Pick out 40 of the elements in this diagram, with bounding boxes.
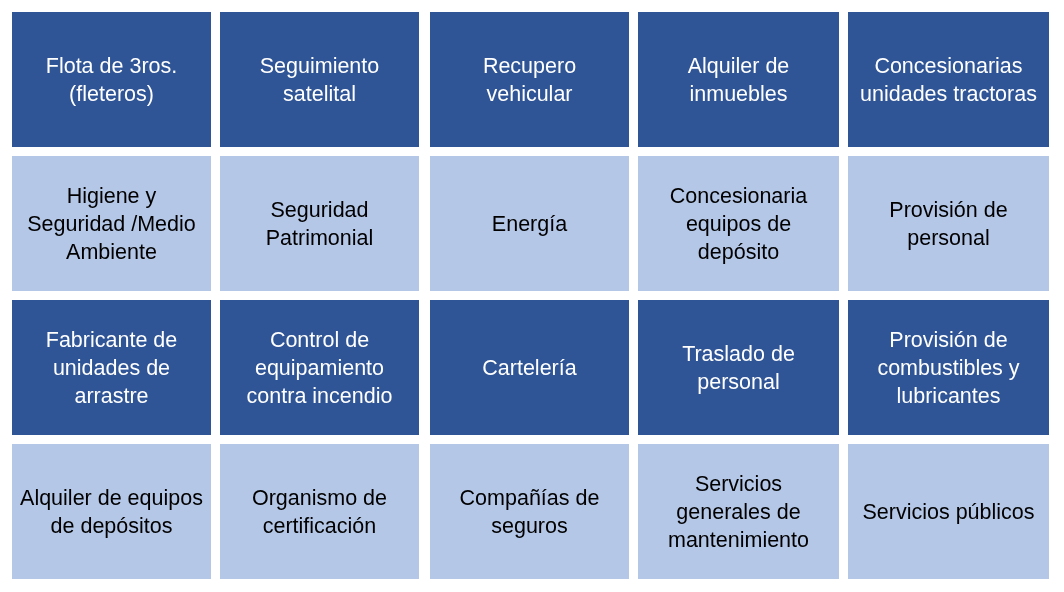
tile-label: Energía [491, 210, 568, 238]
category-tile [848, 300, 1049, 435]
category-tile [220, 156, 419, 291]
tile-label: Provisión de combustibles y lubricantes [876, 326, 1021, 410]
category-tile [638, 156, 839, 291]
category-tile [220, 300, 419, 435]
tile-label: Higiene y Seguridad /Medio Ambiente [26, 182, 197, 266]
tile-label: Seguridad Patrimonial [264, 196, 375, 252]
category-tile [638, 300, 839, 435]
tile-label: Servicios públicos [862, 498, 1035, 526]
tile-label: Flota de 3ros. (fleteros) [44, 52, 179, 108]
category-tile [638, 12, 839, 147]
tile-label: Concesionarias unidades tractoras [859, 52, 1038, 108]
category-tile [430, 156, 629, 291]
category-tile [12, 156, 211, 291]
category-tile [12, 12, 211, 147]
tile-label: Control de equipamiento contra incendio [245, 326, 394, 410]
category-tile [430, 300, 629, 435]
category-tile [848, 12, 1049, 147]
category-tile [220, 444, 419, 579]
category-tile [430, 444, 629, 579]
category-tile [848, 156, 1049, 291]
category-tile [12, 300, 211, 435]
tile-label: Traslado de personal [681, 340, 796, 396]
tile-label: Provisión de personal [888, 196, 1009, 252]
tile-label: Cartelería [482, 354, 577, 382]
category-tile [220, 12, 419, 147]
tile-label: Recupero vehicular [481, 52, 578, 108]
category-tile [430, 12, 629, 147]
tile-label: Seguimiento satelital [258, 52, 381, 108]
tile-label: Fabricante de unidades de arrastre [44, 326, 179, 410]
category-tile [848, 444, 1049, 579]
tile-label: Concesionaria equipos de depósito [668, 182, 809, 266]
category-tile [638, 444, 839, 579]
category-tile [12, 444, 211, 579]
tile-label: Alquiler de equipos de depósitos [20, 484, 203, 540]
tile-label: Servicios generales de mantenimiento [667, 470, 810, 554]
tile-label: Organismo de certificación [250, 484, 388, 540]
tile-label: Compañías de seguros [458, 484, 601, 540]
tile-label: Alquiler de inmuebles [686, 52, 791, 108]
